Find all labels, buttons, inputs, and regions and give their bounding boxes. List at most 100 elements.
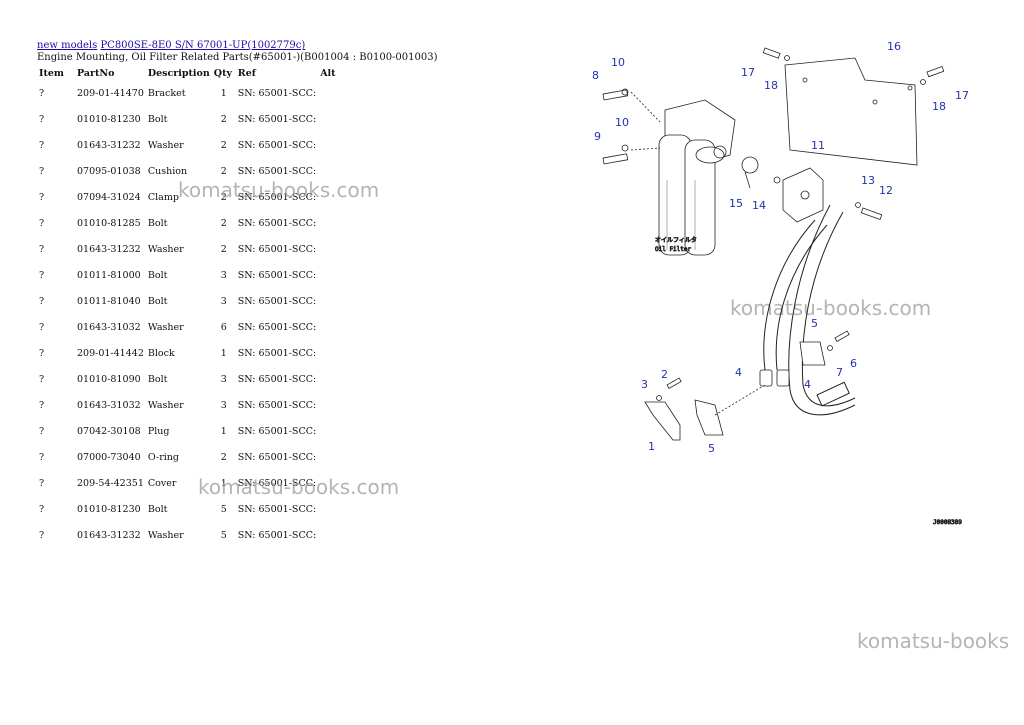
row-qty: 2 xyxy=(220,451,227,463)
page-subtitle: Engine Mounting, Oil Filter Related Part… xyxy=(37,52,438,63)
row-ref: SN: 65001-SCC: xyxy=(237,451,317,463)
row-alt xyxy=(318,444,346,470)
row-ref: SN: 65001-SCC: xyxy=(237,399,317,411)
row-ref: SN: 65001-SCC: xyxy=(237,321,317,333)
bolt-illustration xyxy=(762,47,945,85)
row-ref: SN: 65001-SCC: xyxy=(237,529,317,541)
row-qty: 2 xyxy=(220,165,227,177)
row-alt xyxy=(318,418,346,444)
callout-14: 14 xyxy=(752,199,766,212)
row-description: Washer xyxy=(147,139,184,151)
row-qty: 1 xyxy=(220,425,227,437)
row-ref: SN: 65001-SCC: xyxy=(237,347,317,359)
row-ref: SN: 65001-SCC: xyxy=(237,217,317,229)
row-qty: 5 xyxy=(220,529,227,541)
row-part-no: 07000-73040 xyxy=(77,451,141,463)
row-qty: 1 xyxy=(220,477,227,489)
row-item: ? xyxy=(39,373,45,385)
row-qty: 2 xyxy=(220,217,227,229)
row-qty: 3 xyxy=(220,373,227,385)
callout-18: 18 xyxy=(764,79,778,92)
header-alt: Alt xyxy=(320,67,336,79)
callout-12: 12 xyxy=(879,184,893,197)
row-part-no: 209-54-42351 xyxy=(77,477,144,489)
row-item: ? xyxy=(39,477,45,489)
row-qty: 1 xyxy=(220,87,227,99)
row-part-no: 01010-81230 xyxy=(77,113,141,125)
row-ref: SN: 65001-SCC: xyxy=(237,191,317,203)
row-item: ? xyxy=(39,503,45,515)
row-ref: SN: 65001-SCC: xyxy=(237,269,317,281)
row-qty: 3 xyxy=(220,295,227,307)
bolt-illustration xyxy=(855,202,883,221)
row-part-no: 07042-30108 xyxy=(77,425,141,437)
breadcrumb-link-new-models[interactable]: new models xyxy=(37,40,98,51)
row-item: ? xyxy=(39,425,45,437)
row-alt xyxy=(318,392,346,418)
row-qty: 6 xyxy=(220,321,227,333)
row-alt xyxy=(318,496,346,522)
row-alt xyxy=(318,470,346,496)
row-qty: 2 xyxy=(220,243,227,255)
callout-16: 16 xyxy=(887,40,901,53)
row-part-no: 07095-01038 xyxy=(77,165,141,177)
oil-filter-label-en: Oil Filter xyxy=(655,246,692,253)
callout-3: 3 xyxy=(641,378,648,391)
row-alt xyxy=(318,210,346,236)
row-alt xyxy=(318,184,346,210)
row-description: Block xyxy=(147,347,175,359)
header-item: Item xyxy=(39,67,64,79)
row-item: ? xyxy=(39,295,45,307)
callout-5: 5 xyxy=(708,442,715,455)
row-item: ? xyxy=(39,243,45,255)
row-part-no: 01643-31032 xyxy=(77,321,141,333)
bolt-illustration xyxy=(602,88,661,165)
row-ref: SN: 65001-SCC: xyxy=(237,503,317,515)
breadcrumb-link-model[interactable]: PC800SE-8E0 S/N 67001-UP(1002779c) xyxy=(100,40,306,51)
row-qty: 2 xyxy=(220,113,227,125)
row-item: ? xyxy=(39,113,45,125)
callout-4: 4 xyxy=(804,378,811,391)
row-alt xyxy=(318,288,346,314)
row-alt xyxy=(318,262,346,288)
header-qty: Qty xyxy=(213,67,232,79)
row-item: ? xyxy=(39,139,45,151)
row-item: ? xyxy=(39,165,45,177)
row-description: Cover xyxy=(147,477,177,489)
block-illustration xyxy=(741,156,824,223)
callout-13: 13 xyxy=(861,174,875,187)
callout-17: 17 xyxy=(955,89,969,102)
parts-table-header: Item PartNo Description Qty Ref Alt xyxy=(37,66,346,80)
row-description: O-ring xyxy=(147,451,180,463)
drawing-code: J0008389 xyxy=(933,519,962,526)
callout-15: 15 xyxy=(729,197,743,210)
row-part-no: 209-01-41470 xyxy=(77,87,144,99)
row-alt xyxy=(318,236,346,262)
row-ref: SN: 65001-SCC: xyxy=(237,295,317,307)
breadcrumb: new models PC800SE-8E0 S/N 67001-UP(1002… xyxy=(37,40,305,52)
row-qty: 1 xyxy=(220,347,227,359)
clamp-illustration xyxy=(759,369,790,387)
row-qty: 2 xyxy=(220,139,227,151)
callout-6: 6 xyxy=(850,357,857,370)
row-description: Washer xyxy=(147,399,184,411)
row-item: ? xyxy=(39,191,45,203)
row-item: ? xyxy=(39,529,45,541)
row-description: Bolt xyxy=(147,269,168,281)
oil-filter-illustration xyxy=(658,99,736,256)
callout-10: 10 xyxy=(615,116,629,129)
bracket-illustration xyxy=(644,330,850,441)
